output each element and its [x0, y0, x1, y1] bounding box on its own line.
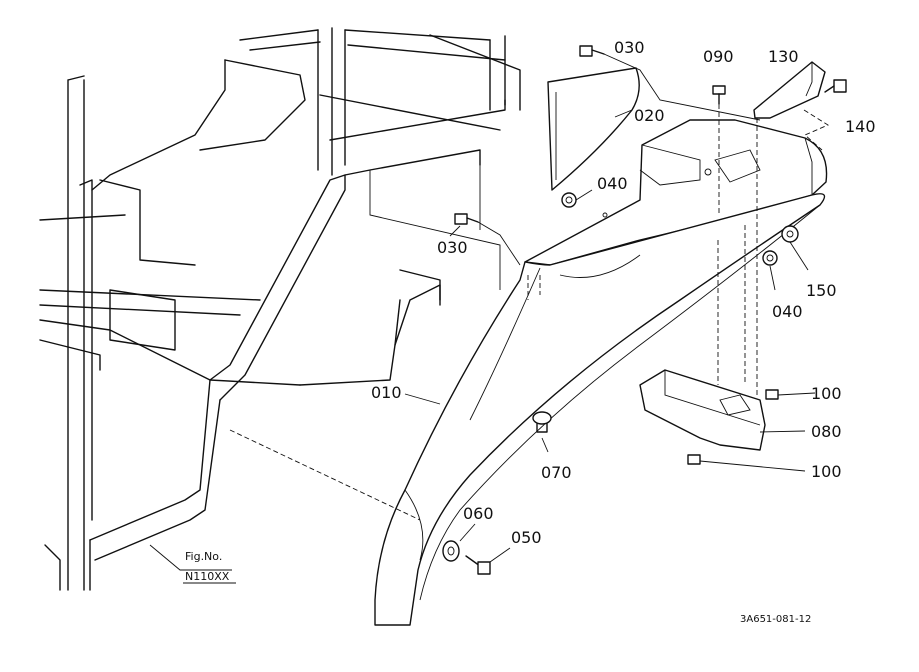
clip-100-lower-icon: [687, 454, 701, 465]
nut-040-upper-icon: [561, 192, 577, 208]
fender-010: [374, 193, 826, 626]
figure-ref-line1: Fig.No.: [185, 550, 222, 563]
cover-130: [753, 61, 826, 119]
callout-labels: 030 090 130 020 140 040 030 150 040 010 …: [371, 38, 876, 547]
cabin-frame: [39, 27, 521, 591]
callout-050: 050: [511, 528, 542, 547]
figure-reference: Fig.No. N110XX: [183, 550, 236, 584]
callout-030-mid: 030: [437, 238, 468, 257]
bolt-090-icon: [712, 85, 726, 105]
bolt-140-icon: [824, 79, 847, 93]
panel-020: [547, 67, 640, 191]
callout-130: 130: [768, 47, 799, 66]
nut-040-lower-icon: [762, 250, 778, 266]
bolt-030-mid-icon: [454, 213, 479, 225]
callout-030-top: 030: [614, 38, 645, 57]
callout-040-lower: 040: [772, 302, 803, 321]
bolt-050-icon: [465, 555, 491, 575]
callout-150: 150: [806, 281, 837, 300]
figure-ref-line2: N110XX: [185, 570, 230, 583]
callout-080: 080: [811, 422, 842, 441]
drawing-code: 3A651-081-12: [740, 614, 811, 625]
bolt-030-top-icon: [579, 45, 605, 57]
callout-100-lower: 100: [811, 462, 842, 481]
fasteners: [442, 45, 847, 575]
callout-140: 140: [845, 117, 876, 136]
callout-090: 090: [703, 47, 734, 66]
callout-040-upper: 040: [597, 174, 628, 193]
callout-020: 020: [634, 106, 665, 125]
washer-060-icon: [442, 540, 460, 562]
clip-100-upper-icon: [765, 389, 779, 400]
callout-100-upper: 100: [811, 384, 842, 403]
nut-150-icon: [781, 225, 799, 243]
assembly-lines: [229, 53, 829, 521]
callout-010: 010: [371, 383, 402, 402]
rivet-070-icon: [532, 411, 552, 433]
callout-070: 070: [541, 463, 572, 482]
callout-060: 060: [463, 504, 494, 523]
bracket-080: [639, 369, 766, 451]
leader-lines: [149, 109, 816, 571]
